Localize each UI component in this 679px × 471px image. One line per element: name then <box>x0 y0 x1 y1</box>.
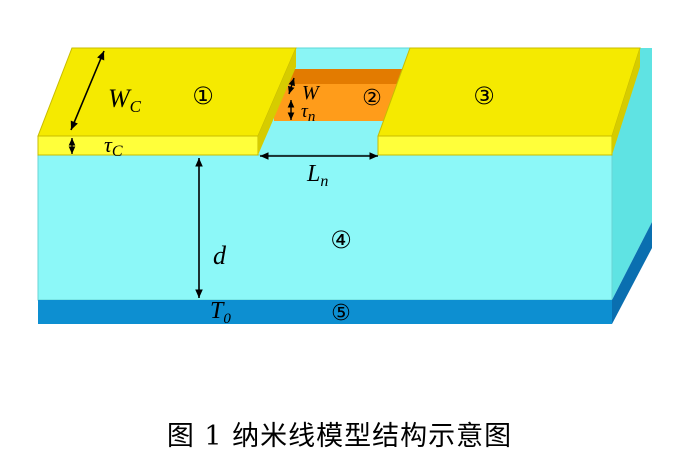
contact-right-side-face <box>612 48 640 155</box>
wire-length-label: Ln <box>306 161 328 190</box>
substrate-front-face <box>37 154 613 301</box>
contact-left-front-face <box>37 135 259 156</box>
contact-width-label: WC <box>108 84 142 116</box>
wire-width-arrow <box>288 77 295 95</box>
substrate-side-face <box>612 48 652 300</box>
contact-width-arrow <box>70 50 105 131</box>
wire-width-label: W <box>302 82 321 104</box>
nanowire-front-face <box>274 84 402 121</box>
heatsink-side-face <box>612 222 652 324</box>
nanowire-top-face <box>274 69 410 84</box>
wire-thickness-label: τn <box>301 101 315 125</box>
bottom-temperature-label: T0 <box>210 298 231 327</box>
region-marker-substrate: ④ <box>330 226 352 254</box>
contact-left-side-face <box>258 48 296 155</box>
region-marker-heat-sink: ⑤ <box>331 301 351 326</box>
region-marker-contact-left: ① <box>192 82 214 110</box>
heatsink-front-face <box>38 300 612 324</box>
contact-thickness-label: τC <box>104 132 123 160</box>
contact-right-front-face <box>377 135 613 156</box>
contact-left-top-face <box>37 47 297 137</box>
region-marker-contact-right: ③ <box>473 82 495 110</box>
region-marker-nanowire: ② <box>362 86 382 111</box>
figure-caption: 图 1 纳米线模型结构示意图 <box>166 421 513 452</box>
contact-right-top-face <box>377 47 641 137</box>
substrate-thickness-label: d <box>213 241 227 270</box>
